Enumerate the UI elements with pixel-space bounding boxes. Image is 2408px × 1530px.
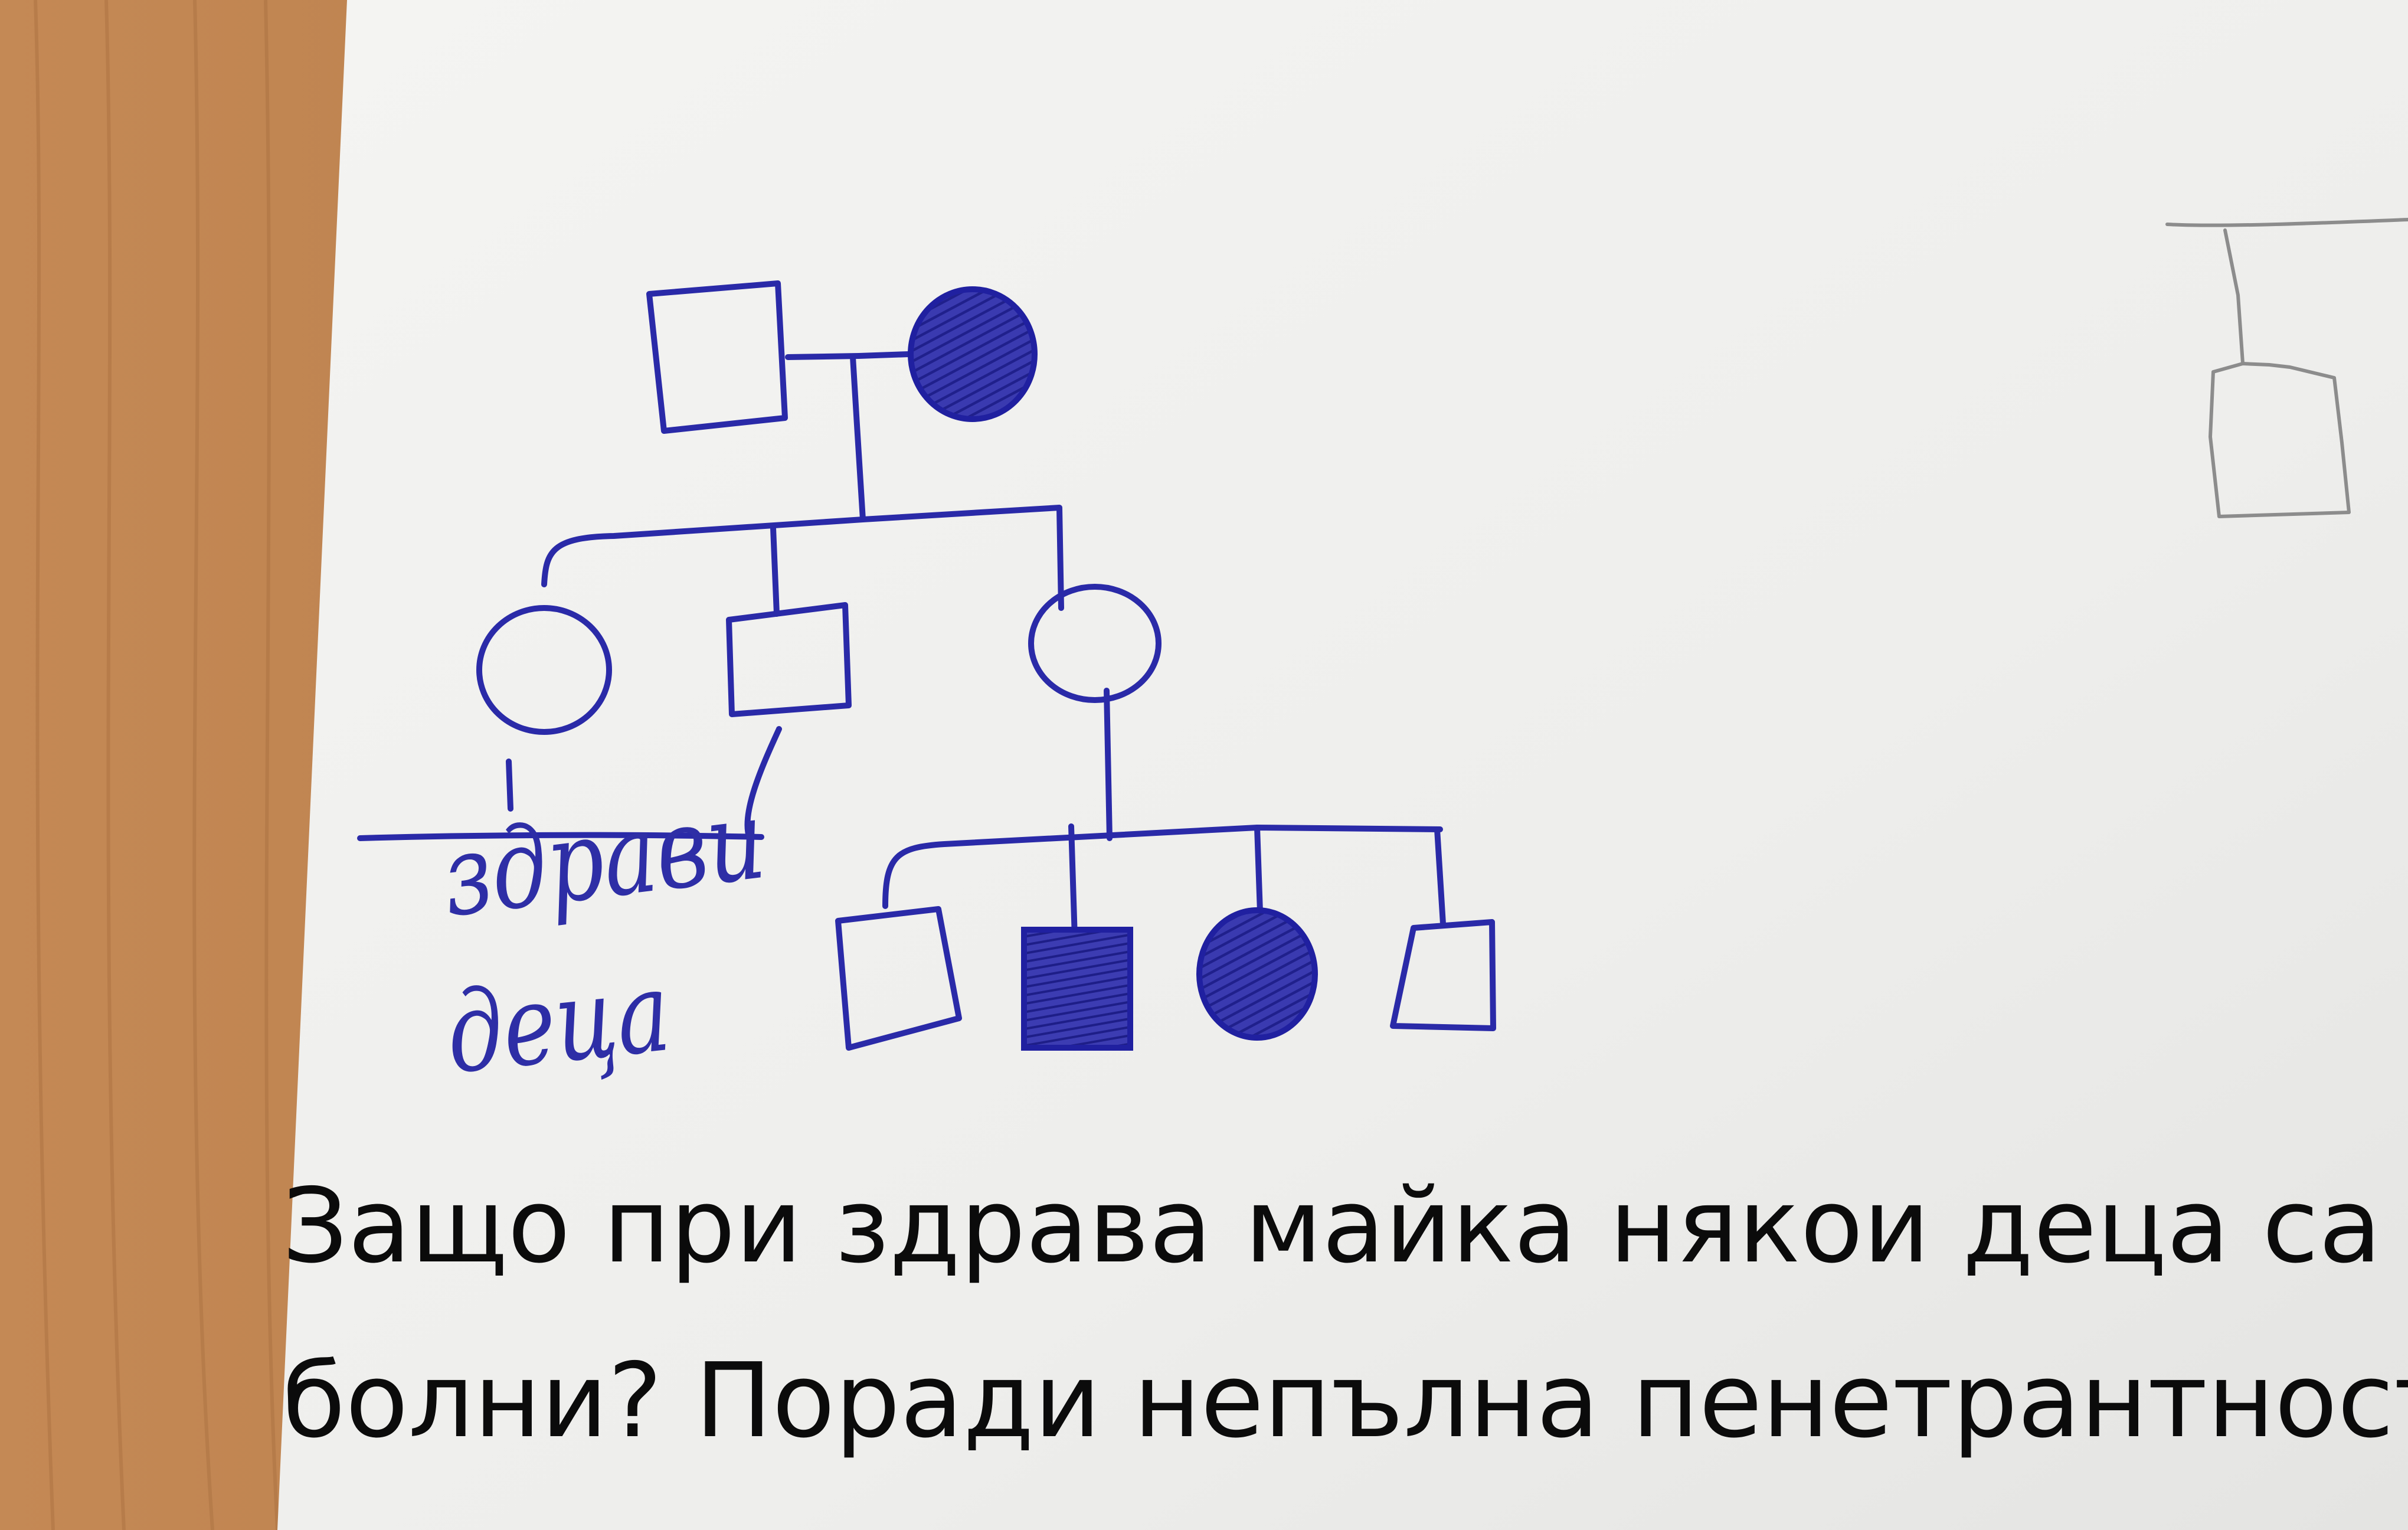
mating-line bbox=[785, 351, 912, 360]
descent-line-1 bbox=[850, 354, 866, 522]
note-underline bbox=[357, 832, 764, 841]
gen2-daughter-1-circle bbox=[476, 605, 612, 735]
gen3-son-3-square bbox=[1390, 919, 1496, 1031]
caption-line-1: Защо при здрава майка някои деца са bbox=[282, 1166, 2382, 1286]
note-tick-left bbox=[506, 759, 513, 812]
sibship-drop-3 bbox=[1254, 825, 1263, 915]
caption-line-2: болни? Поради непълна пенетрантност. bbox=[282, 1341, 2408, 1461]
gen1-mother-affected-circle bbox=[908, 286, 1038, 422]
gen1-father-square bbox=[646, 280, 788, 434]
descent-line-2 bbox=[1104, 688, 1113, 841]
gen3-daughter-affected-circle bbox=[1196, 907, 1318, 1041]
gen2-mother-circle bbox=[1028, 584, 1162, 703]
pedigree-lines bbox=[357, 351, 1446, 959]
gen3-son-2-affected-square bbox=[1021, 927, 1133, 1051]
handwritten-note-line2: деца bbox=[440, 947, 676, 1099]
sibship-line-3 bbox=[882, 825, 1443, 909]
note-tick-right bbox=[744, 726, 782, 841]
sibship-drop-son bbox=[770, 525, 780, 617]
caption: Защо при здрава майка някои деца са болн… bbox=[282, 1139, 2408, 1489]
faint-sketch bbox=[2165, 218, 2408, 518]
gen3-son-1-square bbox=[835, 906, 962, 1051]
gen2-son-square bbox=[726, 602, 852, 717]
sibship-drop-4 bbox=[1434, 826, 1446, 927]
sibship-line-2 bbox=[541, 505, 1064, 611]
paper-sheet bbox=[277, 0, 2408, 1530]
wood-grain bbox=[34, 0, 279, 1530]
